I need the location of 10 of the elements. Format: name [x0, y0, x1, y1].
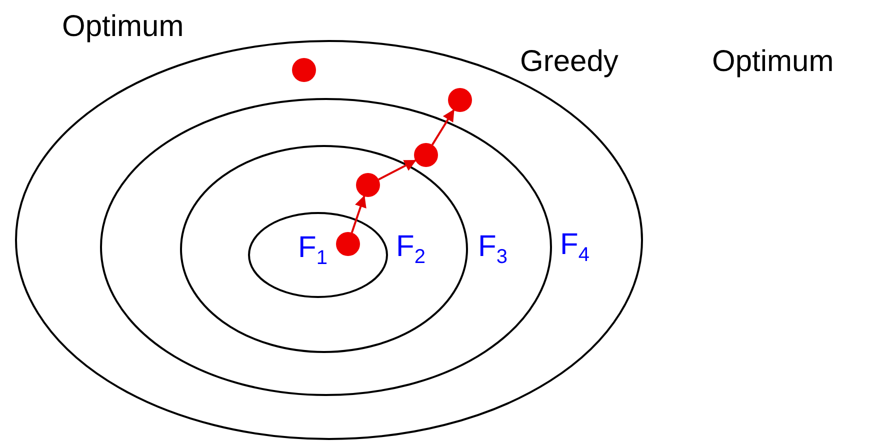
annotation-text: Optimum [62, 12, 184, 42]
set-label: F$_{2}$ [396, 232, 426, 267]
arrow [350, 195, 366, 233]
annotation-text: Optimum [712, 47, 834, 77]
set-label: F$_{1}$ [298, 233, 328, 268]
arrow [378, 160, 416, 180]
annotation-text: Greedy [520, 47, 618, 77]
arrow [431, 109, 455, 146]
set-label: F$_{4}$ [560, 230, 590, 265]
set-label: F$_{3}$ [478, 232, 508, 267]
